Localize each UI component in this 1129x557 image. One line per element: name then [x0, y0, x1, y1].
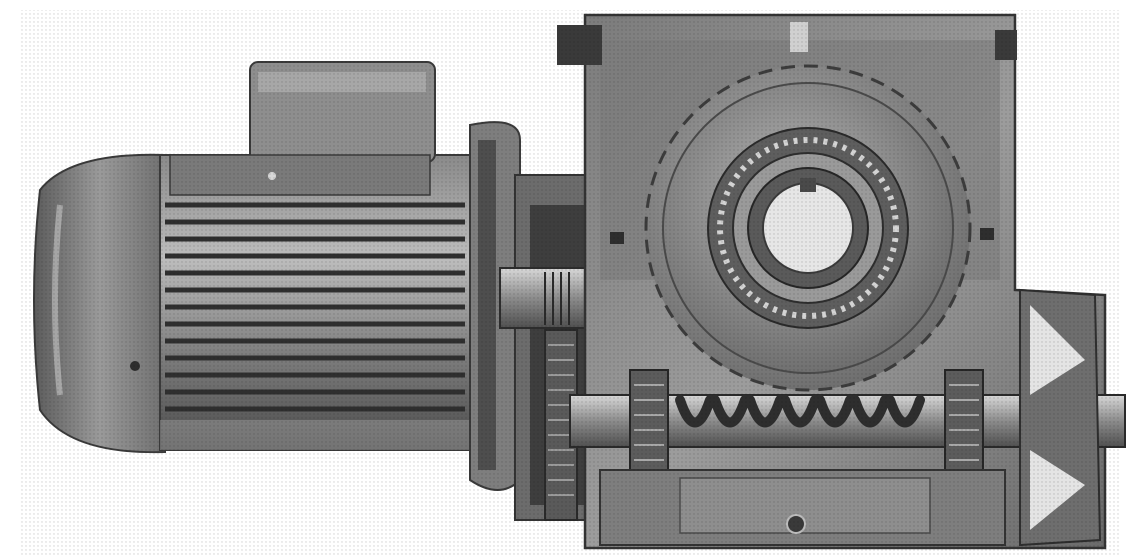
- halftone-texture: [20, 10, 1120, 555]
